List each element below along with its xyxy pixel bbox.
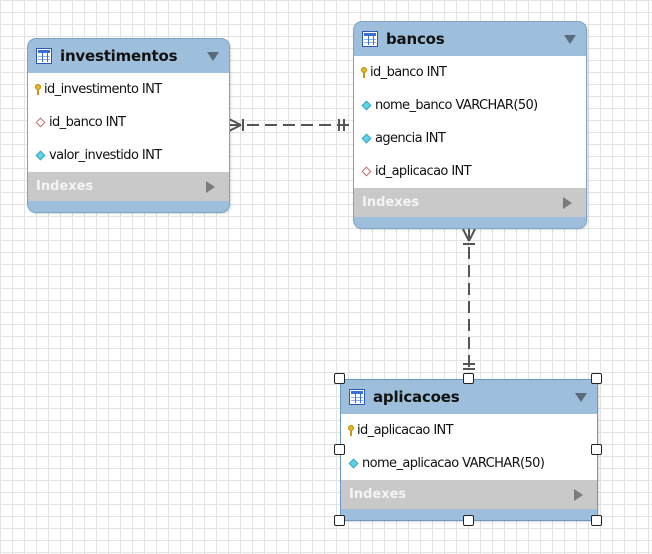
resize-handle-top-right[interactable] <box>591 373 602 384</box>
table-name: investimentos <box>60 47 178 65</box>
column-list: id_aplicacao INT nome_aplicacao VARCHAR(… <box>341 414 597 480</box>
primary-key-icon <box>348 425 354 436</box>
indexes-label: Indexes <box>349 487 407 502</box>
expand-arrow-icon[interactable] <box>563 197 572 209</box>
relationship-bancos-aplicacoes[interactable] <box>462 228 476 373</box>
relationship-investimentos-bancos[interactable] <box>228 118 353 132</box>
table-aplicacoes[interactable]: aplicacoes id_aplicacao INT nome_aplicac… <box>340 379 598 521</box>
table-icon <box>36 48 52 64</box>
column-row[interactable]: agencia INT <box>354 122 586 155</box>
column-diamond-icon <box>348 458 359 469</box>
table-icon <box>349 389 365 405</box>
table-footer <box>28 201 229 212</box>
table-header[interactable]: investimentos <box>28 39 229 73</box>
collapse-arrow-icon[interactable] <box>575 393 587 402</box>
table-bancos[interactable]: bancos id_banco INT nome_banco VARCHAR(5… <box>353 21 587 229</box>
collapse-arrow-icon[interactable] <box>564 35 576 44</box>
resize-handle-bottom-left[interactable] <box>334 515 345 526</box>
indexes-section[interactable]: Indexes <box>354 188 586 217</box>
column-diamond-icon <box>361 133 372 144</box>
column-label: id_banco INT <box>370 65 447 80</box>
column-row[interactable]: id_banco INT <box>28 106 229 139</box>
column-label: id_aplicacao INT <box>375 164 472 179</box>
column-label: id_aplicacao INT <box>357 423 454 438</box>
table-icon <box>362 31 378 47</box>
resize-handle-top[interactable] <box>463 373 474 384</box>
table-header[interactable]: aplicacoes <box>341 380 597 414</box>
table-header[interactable]: bancos <box>354 22 586 56</box>
resize-handle-top-left[interactable] <box>334 373 345 384</box>
table-investimentos[interactable]: investimentos id_investimento INT id_ban… <box>27 38 230 213</box>
table-name: aplicacoes <box>373 388 460 406</box>
column-label: id_banco INT <box>49 115 126 130</box>
column-label: id_investimento INT <box>44 82 162 97</box>
column-label: agencia INT <box>375 131 446 146</box>
column-label: nome_aplicacao VARCHAR(50) <box>362 456 545 471</box>
resize-handle-bottom[interactable] <box>463 515 474 526</box>
collapse-arrow-icon[interactable] <box>207 52 219 61</box>
column-row[interactable]: nome_banco VARCHAR(50) <box>354 89 586 122</box>
column-label: valor_investido INT <box>49 148 162 163</box>
column-row[interactable]: nome_aplicacao VARCHAR(50) <box>341 447 597 480</box>
expand-arrow-icon[interactable] <box>206 181 215 193</box>
column-label: nome_banco VARCHAR(50) <box>375 98 538 113</box>
column-row[interactable]: id_aplicacao INT <box>341 414 597 447</box>
column-row[interactable]: id_investimento INT <box>28 73 229 106</box>
column-list: id_banco INT nome_banco VARCHAR(50) agen… <box>354 56 586 188</box>
foreign-key-diamond-icon <box>35 117 46 128</box>
resize-handle-right[interactable] <box>591 444 602 455</box>
column-row[interactable]: valor_investido INT <box>28 139 229 172</box>
primary-key-icon <box>35 84 41 95</box>
column-row[interactable]: id_banco INT <box>354 56 586 89</box>
primary-key-icon <box>361 67 367 78</box>
column-list: id_investimento INT id_banco INT valor_i… <box>28 73 229 172</box>
indexes-label: Indexes <box>36 179 94 194</box>
column-diamond-icon <box>35 150 46 161</box>
table-name: bancos <box>386 30 445 48</box>
resize-handle-left[interactable] <box>334 444 345 455</box>
column-row[interactable]: id_aplicacao INT <box>354 155 586 188</box>
indexes-label: Indexes <box>362 195 420 210</box>
indexes-section[interactable]: Indexes <box>341 480 597 509</box>
expand-arrow-icon[interactable] <box>574 489 583 501</box>
table-footer <box>354 217 586 228</box>
foreign-key-diamond-icon <box>361 166 372 177</box>
column-diamond-icon <box>361 100 372 111</box>
indexes-section[interactable]: Indexes <box>28 172 229 201</box>
resize-handle-bottom-right[interactable] <box>591 515 602 526</box>
